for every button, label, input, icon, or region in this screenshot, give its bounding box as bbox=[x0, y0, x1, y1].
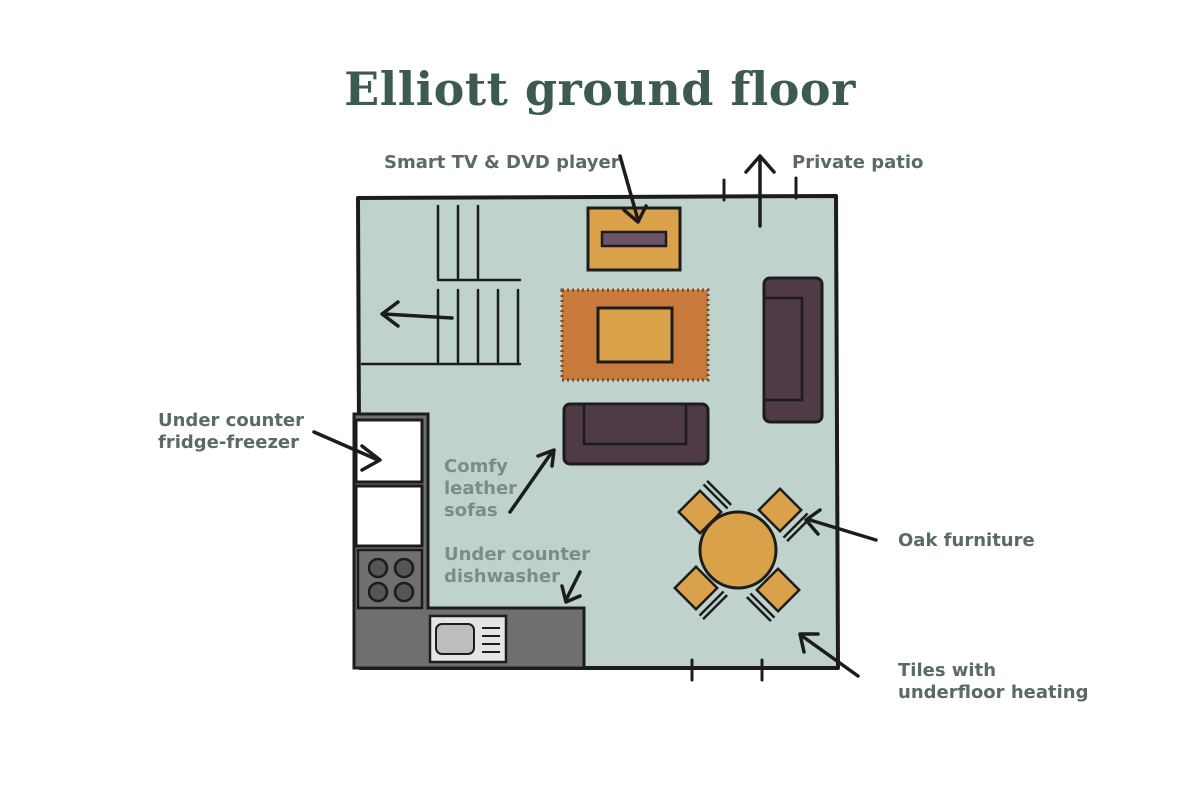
oak-arrow bbox=[804, 508, 878, 542]
dishwasher-arrow bbox=[560, 570, 582, 604]
sofas-arrow bbox=[508, 448, 556, 514]
chair bbox=[673, 565, 728, 620]
dishwasher-label: Under counter dishwasher bbox=[444, 544, 591, 587]
patio-label: Private patio bbox=[792, 152, 924, 173]
fridge-arrow bbox=[312, 430, 382, 472]
dining-set bbox=[673, 480, 812, 622]
hob bbox=[356, 548, 424, 610]
cupboard bbox=[354, 484, 424, 548]
chair bbox=[757, 487, 812, 542]
stairs-arrow bbox=[380, 300, 454, 328]
sofas-label: Comfy leather sofas bbox=[444, 456, 518, 521]
fridge-label: Under counter fridge-freezer bbox=[158, 410, 305, 453]
tiles-arrow bbox=[798, 632, 860, 678]
sink bbox=[428, 614, 508, 664]
patio-arrow bbox=[744, 154, 776, 228]
front-door bbox=[690, 658, 764, 682]
coffee-table bbox=[596, 306, 674, 364]
tv-label: Smart TV & DVD player bbox=[384, 152, 620, 173]
tv-screen bbox=[600, 230, 668, 248]
page-title: Elliott ground floor bbox=[344, 62, 856, 116]
staircase bbox=[360, 204, 522, 366]
dining-table bbox=[698, 510, 778, 590]
tiles-label: Tiles with underfloor heating bbox=[898, 660, 1089, 703]
oak-label: Oak furniture bbox=[898, 530, 1035, 551]
chair bbox=[677, 480, 732, 535]
chair bbox=[746, 567, 801, 622]
patio-door bbox=[722, 176, 798, 202]
tv-arrow bbox=[618, 154, 648, 224]
sofa-right bbox=[762, 276, 824, 424]
sofa-middle bbox=[562, 402, 710, 466]
fridge-freezer bbox=[354, 418, 424, 484]
